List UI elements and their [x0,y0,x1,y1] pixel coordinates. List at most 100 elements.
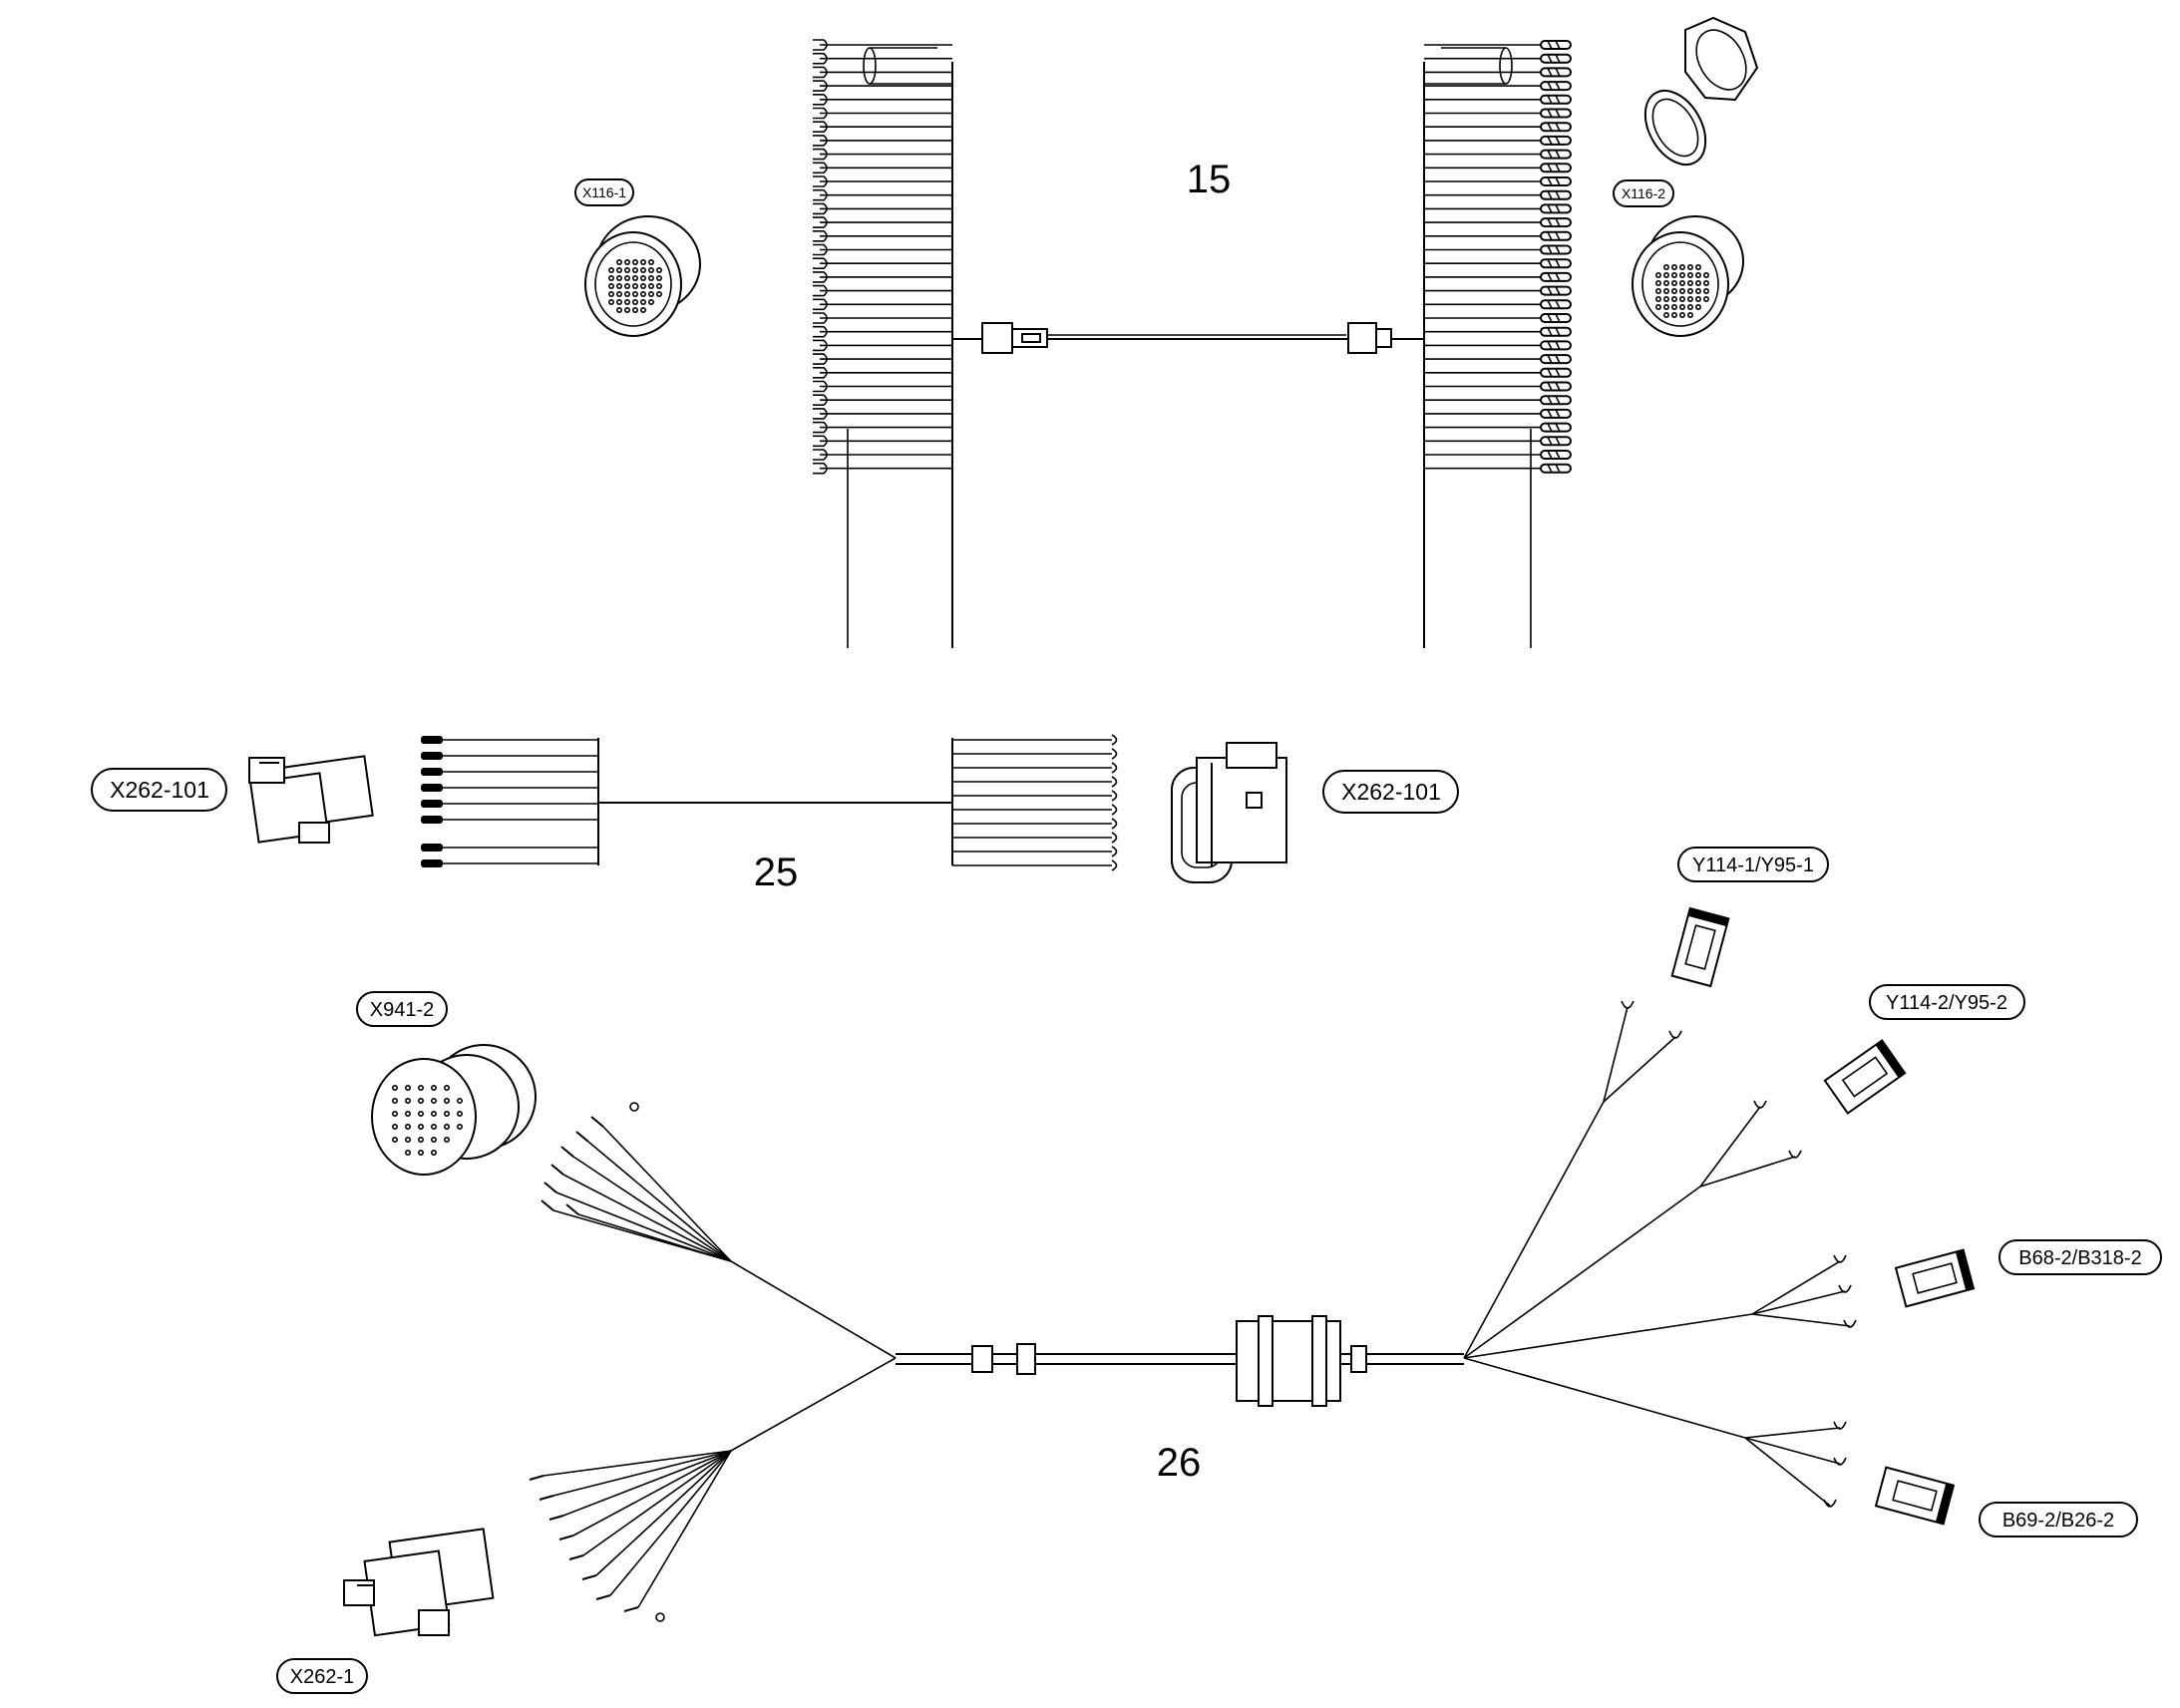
harness-26-wire [1699,1156,1796,1188]
harness-25-left-terminal [421,816,443,824]
connector-pin [391,1124,398,1131]
harness-15-right-terminal-hatch [1555,176,1561,186]
harness-15-right-terminal-hatch [1547,40,1553,50]
connector-pin [443,1098,450,1105]
label-x262-101-left-text: X262-101 [110,777,209,803]
connector-pin [1695,271,1702,278]
harness-15-left-terminal [813,421,828,434]
harness-15-left-terminal [813,135,828,147]
harness-15-right-sleeve [1499,47,1513,85]
connector-pin [1663,295,1670,302]
harness-15-right-terminal-hatch [1547,464,1553,474]
harness-26-terminal [539,1495,554,1501]
valve-plug-icon [1894,1248,1976,1308]
connector-pin [623,282,630,289]
valve-plug-icon [1874,1466,1956,1526]
rectangular-connector-icon [343,1528,495,1637]
connector-pin [1671,303,1678,310]
connector-pin [404,1150,411,1157]
connector-pin [1687,303,1694,310]
connector-pin [1695,287,1702,294]
connector-pin [647,258,654,265]
harness-26-spare-terminal [629,1102,639,1112]
harness-26-wire [1751,1290,1846,1315]
harness-15-right-terminal-hatch [1555,313,1561,323]
connector-pin [1703,295,1710,302]
connector-pin [1679,311,1686,318]
harness-15-left-terminal [813,367,828,379]
harness-15-right-terminal-hatch [1555,423,1561,432]
item-number-15: 15 [1187,158,1232,201]
harness-15-right-terminal-hatch [1547,150,1553,159]
connector-pin [615,266,622,273]
connector-pin [417,1085,424,1092]
harness-15-right-terminal-hatch [1547,136,1553,146]
rectangular-connector-icon [1171,742,1287,883]
harness-25-right-terminal [1111,804,1118,816]
connector-pin [1671,279,1678,286]
connector-pin [1687,263,1694,270]
harness-26-terminal [541,1199,554,1211]
connector-pin [1671,295,1678,302]
connector-pin [1671,311,1678,318]
harness-26-terminal [1838,1284,1852,1293]
harness-26-branch-x941-2 [730,1260,897,1359]
connector-pin [1679,271,1686,278]
connector-pin [615,258,622,265]
connector-pin [639,290,646,297]
connector-pin [1663,311,1670,318]
round-connector-icon [371,1044,537,1176]
connector-pin [1679,303,1686,310]
connector-pin [1695,279,1702,286]
harness-15-right-terminal-hatch [1555,68,1561,77]
connector-pin [1695,303,1702,310]
harness-15-right-terminal-hatch [1555,109,1561,118]
harness-26-wire [572,1450,732,1537]
harness-25-right-terminal [1111,776,1118,788]
harness-15-right-terminal-hatch [1547,109,1553,118]
connector-pin [443,1111,450,1118]
harness-15-right-terminal-hatch [1555,327,1561,337]
harness-26-wire [552,1450,732,1497]
connector-pin [1703,287,1710,294]
harness-15-right-terminal-hatch [1555,382,1561,391]
connector-pin [430,1150,437,1157]
connector-pin [1687,311,1694,318]
valve-plug-icon [1670,906,1730,988]
harness-15-right-terminal-hatch [1547,231,1553,241]
harness-26-terminal [1753,1100,1767,1109]
harness-26-wire [1744,1437,1831,1507]
connector-pin [623,266,630,273]
connector-pin [1663,279,1670,286]
harness-26-terminal [1668,1030,1682,1039]
connector-pin [631,274,638,281]
harness-25-right-terminal [1111,734,1118,746]
bulkhead-nut-icon [1643,16,1759,166]
harness-15-right-terminal-hatch [1547,395,1553,405]
harness-25-left-terminal [421,768,443,776]
harness-15-trunk [952,322,1424,354]
harness-26-terminal [623,1606,639,1612]
harness-25-wires [421,734,1118,871]
harness-15-left-terminal [813,435,828,448]
harness-26-wire [1751,1260,1841,1315]
harness-15-right-terminal-hatch [1547,341,1553,350]
harness-15-right-terminal-hatch [1555,81,1561,91]
connector-pin [1655,295,1662,302]
harness-26-terminal [550,1164,564,1176]
connector-pin [655,282,662,289]
harness-15-left-terminal [813,39,828,51]
harness-15-left-terminal [813,462,828,475]
connector-pin [607,274,614,281]
harness-26-branch [1463,1313,1753,1359]
connector-pin [1695,263,1702,270]
label-x262-101-left: X262-101 [91,768,227,812]
round-connector-icon [584,215,701,337]
harness-26-wire [562,1174,732,1262]
connector-pin [639,306,646,313]
connector-pin [623,274,630,281]
harness-26-wire [1751,1313,1851,1327]
connector-pin [391,1085,398,1092]
harness-26-trunk [896,1315,1464,1407]
harness-26-branch-x262-1 [730,1357,897,1452]
